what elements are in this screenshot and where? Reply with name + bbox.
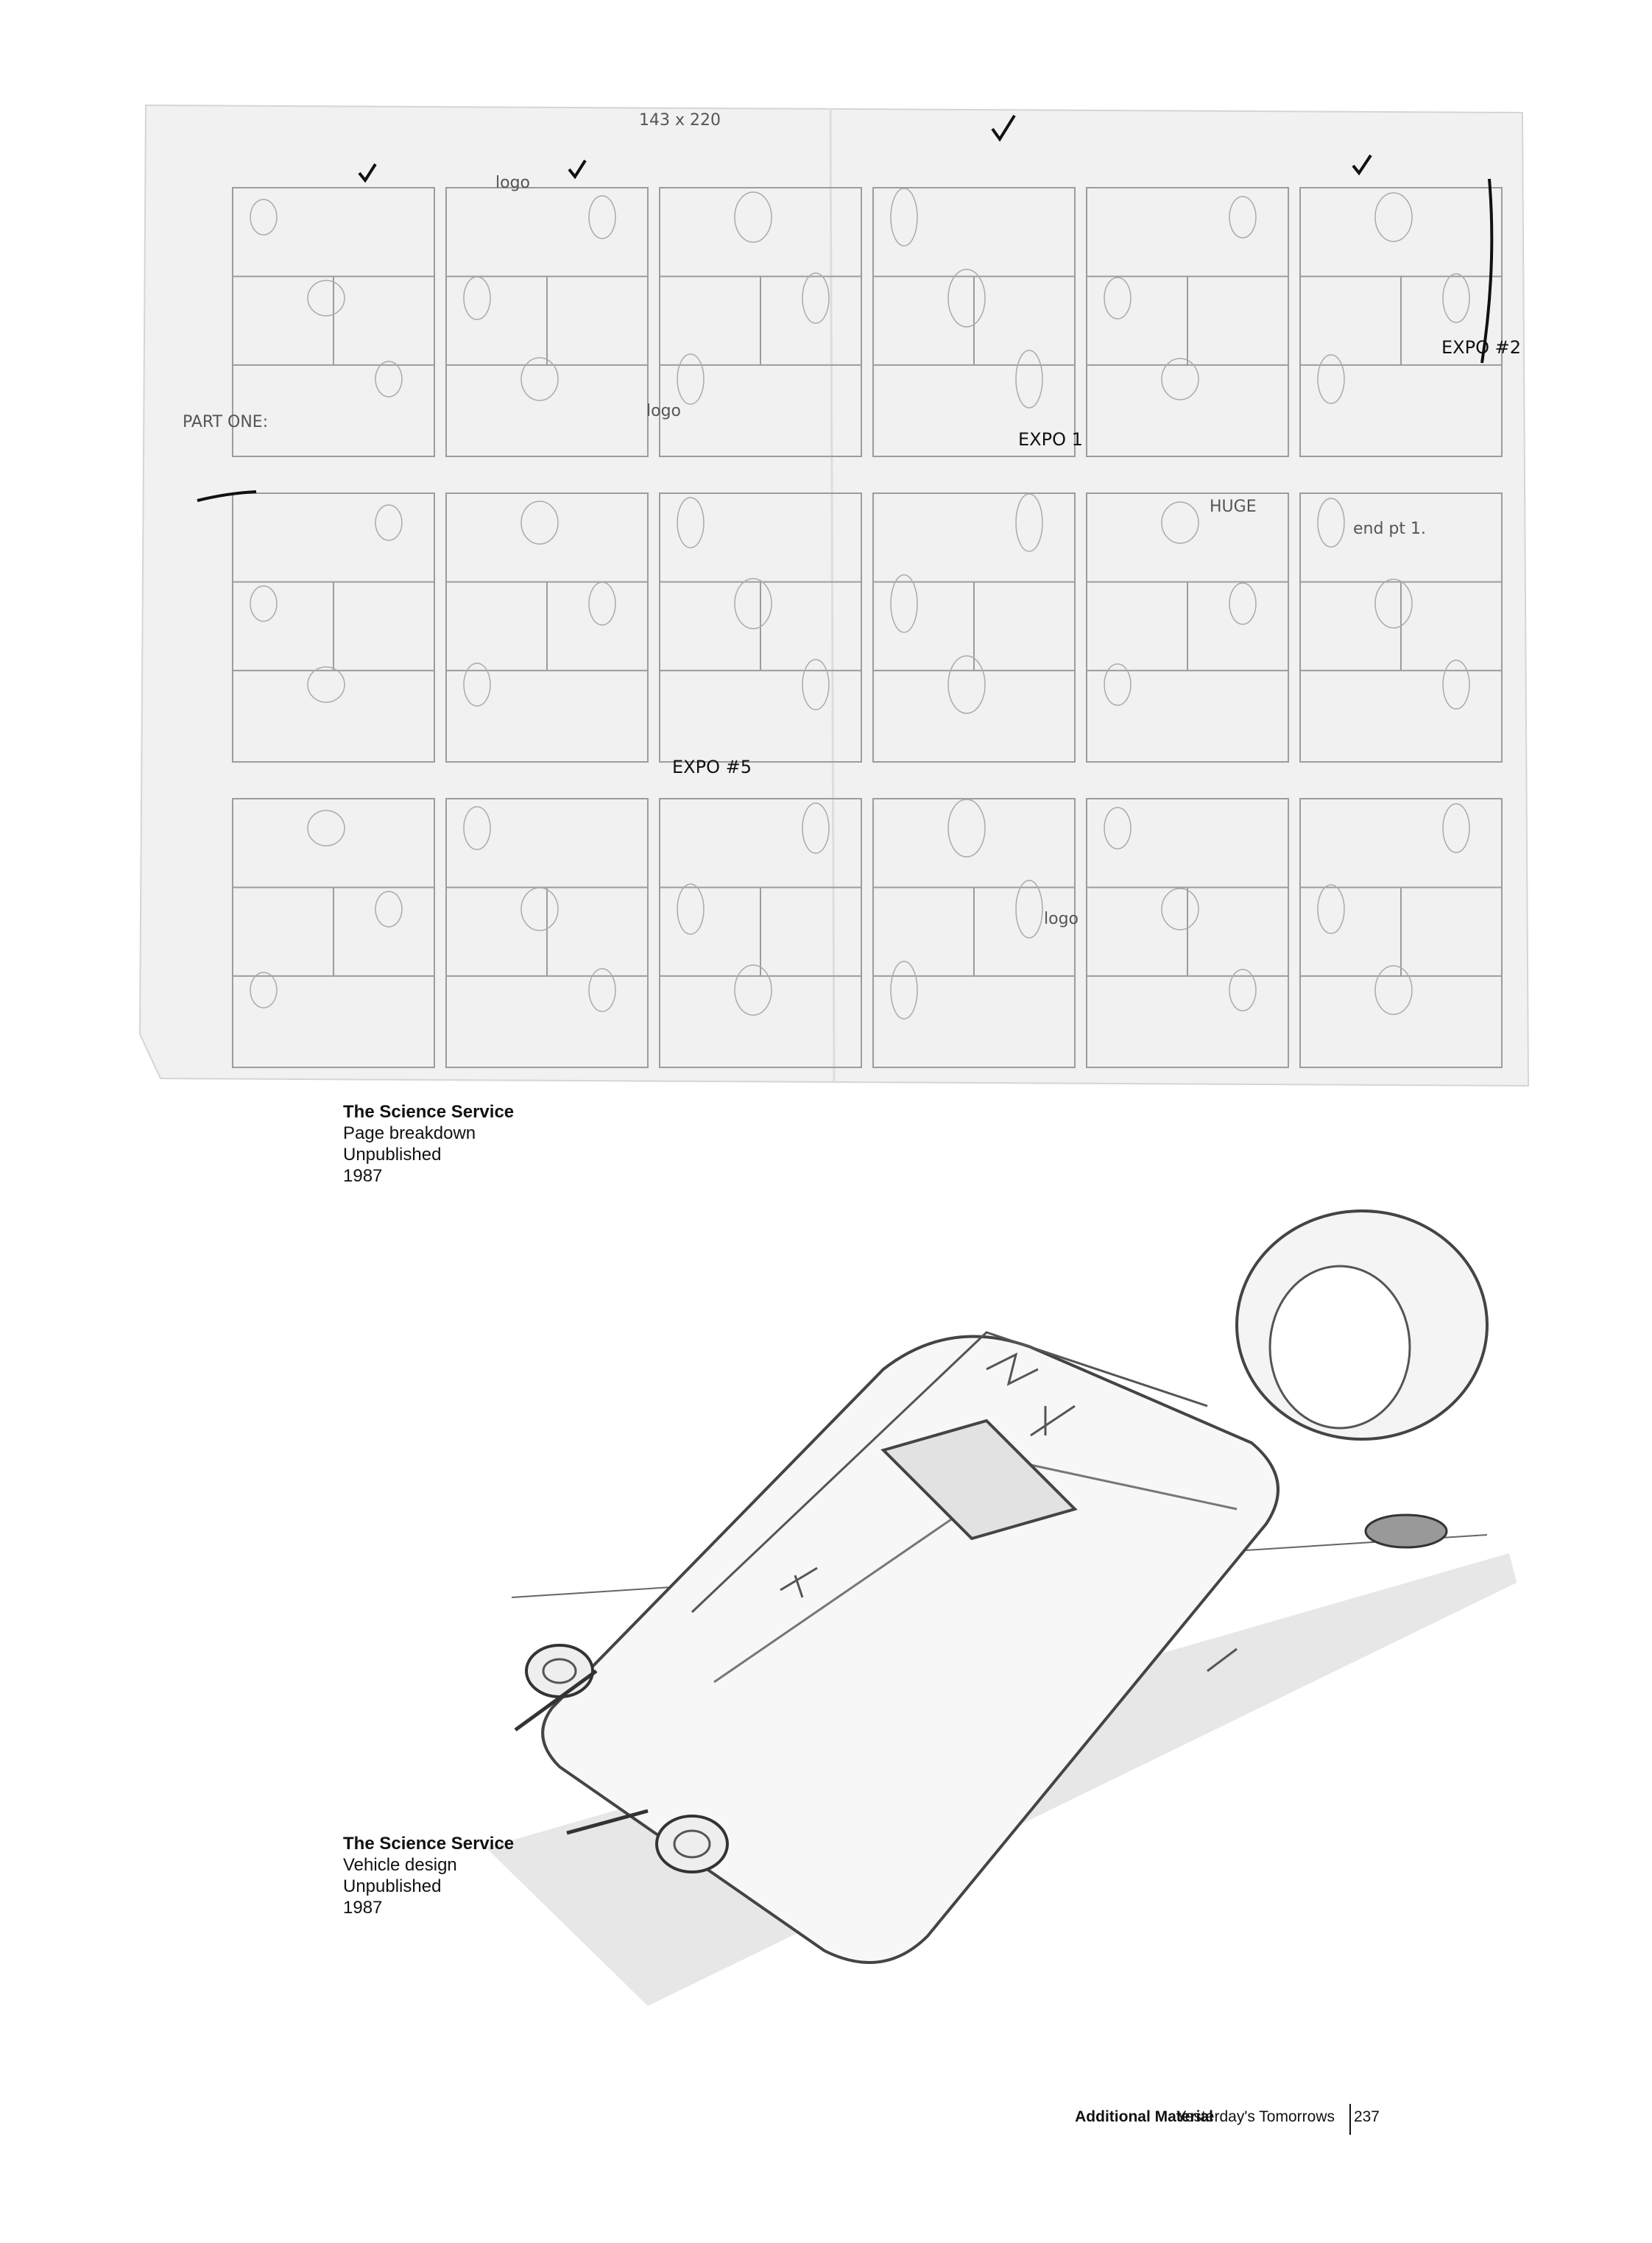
caption-subtitle: Page breakdown: [343, 1123, 476, 1143]
caption-year: 1987: [343, 1898, 383, 1918]
thumbnail-page: [232, 492, 435, 763]
thumbnail-page: [232, 798, 435, 1068]
figure-doodle: [1015, 493, 1043, 552]
figure-doodle: [890, 961, 918, 1020]
figure-doodle: [1104, 277, 1132, 319]
figure-doodle: [1374, 192, 1413, 242]
huge-note: HUGE: [1210, 498, 1257, 516]
page-breakdown-sketch: 143 x 220 logo logo logo PART ONE: HUGE …: [138, 104, 1530, 1087]
figure-doodle: [802, 802, 830, 854]
figure-doodle: [1229, 969, 1257, 1011]
caption-year: 1987: [343, 1166, 383, 1186]
thumbnail-page: [1299, 798, 1503, 1068]
vehicle-caption: The Science Service Vehicle design Unpub…: [343, 1833, 514, 1918]
checkmarks: [197, 114, 1494, 502]
figure-doodle: [250, 199, 278, 236]
thumbnail-page: [872, 187, 1076, 457]
figure-doodle: [947, 655, 986, 714]
logo-note-b: logo: [646, 402, 681, 420]
caption-status: Unpublished: [343, 1145, 442, 1165]
figure-doodle: [1442, 660, 1470, 710]
figure-doodle: [463, 276, 491, 320]
figure-doodle: [307, 666, 345, 703]
figure-doodle: [520, 501, 559, 545]
figure-doodle: [1161, 888, 1199, 930]
figure-doodle: [890, 188, 918, 247]
vehicle-design-sketch: [486, 1209, 1517, 2006]
figure-doodle: [375, 361, 403, 398]
figure-doodle: [890, 574, 918, 633]
figure-doodle: [734, 191, 772, 243]
figure-doodle: [1015, 350, 1043, 409]
thumbnail-page: [445, 187, 649, 457]
figure-doodle: [734, 964, 772, 1016]
figure-doodle: [1317, 498, 1345, 548]
footer-book-title: Yesterday's Tomorrows: [1176, 2108, 1335, 2125]
expo-1-note: EXPO 1: [1018, 429, 1083, 450]
figure-doodle: [307, 280, 345, 317]
figure-doodle: [463, 663, 491, 707]
figure-doodle: [734, 578, 772, 629]
part-one-note: PART ONE:: [183, 413, 268, 431]
figure-doodle: [1442, 273, 1470, 323]
figure-doodle: [307, 810, 345, 847]
logo-note-c: logo: [1044, 910, 1079, 928]
thumbnail-page: [445, 798, 649, 1068]
thumbnail-page: [659, 492, 862, 763]
footer-divider: [1349, 2104, 1351, 2135]
figure-doodle: [520, 887, 559, 931]
thumbnail-page: [872, 798, 1076, 1068]
figure-doodle: [588, 968, 616, 1012]
figure-doodle: [1374, 579, 1413, 629]
expo-5-note: EXPO #5: [672, 757, 752, 777]
figure-doodle: [677, 353, 705, 405]
figure-doodle: [1317, 354, 1345, 404]
breakdown-caption: The Science Service Page breakdown Unpub…: [343, 1101, 514, 1187]
thumbnail-page: [232, 187, 435, 457]
caption-title: The Science Service: [343, 1834, 515, 1854]
figure-doodle: [1161, 501, 1199, 544]
dimension-note: 143 x 220: [639, 111, 721, 130]
caption-title: The Science Service: [343, 1102, 515, 1122]
figure-doodle: [947, 799, 986, 858]
thumbnail-page: [872, 492, 1076, 763]
figure-doodle: [1104, 807, 1132, 849]
thumbnail-page: [659, 187, 862, 457]
figure-doodle: [1229, 582, 1257, 625]
thumbnail-page: [1086, 492, 1289, 763]
thumbnail-page: [445, 492, 649, 763]
figure-doodle: [1374, 965, 1413, 1015]
thumbnail-page: [1086, 187, 1289, 457]
figure-doodle: [947, 269, 986, 328]
end-part-note: end pt 1.: [1353, 520, 1426, 538]
thumbnail-page: [659, 798, 862, 1068]
caption-subtitle: Vehicle design: [343, 1855, 457, 1875]
thumbnail-page: [1086, 798, 1289, 1068]
page-footer: Additional Material Yesterday's Tomorrow…: [847, 2104, 1406, 2135]
figure-doodle: [520, 357, 559, 401]
figure-doodle: [375, 891, 403, 928]
figure-doodle: [1229, 196, 1257, 239]
figure-doodle: [677, 497, 705, 548]
page-number: 237: [1353, 2108, 1380, 2125]
figure-doodle: [375, 504, 403, 541]
figure-doodle: [250, 585, 278, 622]
logo-note-a: logo: [495, 174, 530, 192]
figure-doodle: [588, 582, 616, 626]
caption-status: Unpublished: [343, 1876, 442, 1896]
figure-doodle: [677, 883, 705, 935]
figure-doodle: [1015, 880, 1043, 939]
figure-doodle: [1161, 358, 1199, 400]
figure-doodle: [1442, 803, 1470, 853]
figure-doodle: [463, 806, 491, 850]
expo-2-note: EXPO #2: [1441, 337, 1521, 358]
footer-section: Additional Material: [1075, 2108, 1213, 2125]
figure-doodle: [1104, 663, 1132, 706]
figure-doodle: [802, 272, 830, 324]
figure-doodle: [588, 195, 616, 239]
figure-doodle: [802, 659, 830, 710]
figure-doodle: [1317, 884, 1345, 934]
thumbnail-page: [1299, 187, 1503, 457]
figure-doodle: [250, 972, 278, 1009]
